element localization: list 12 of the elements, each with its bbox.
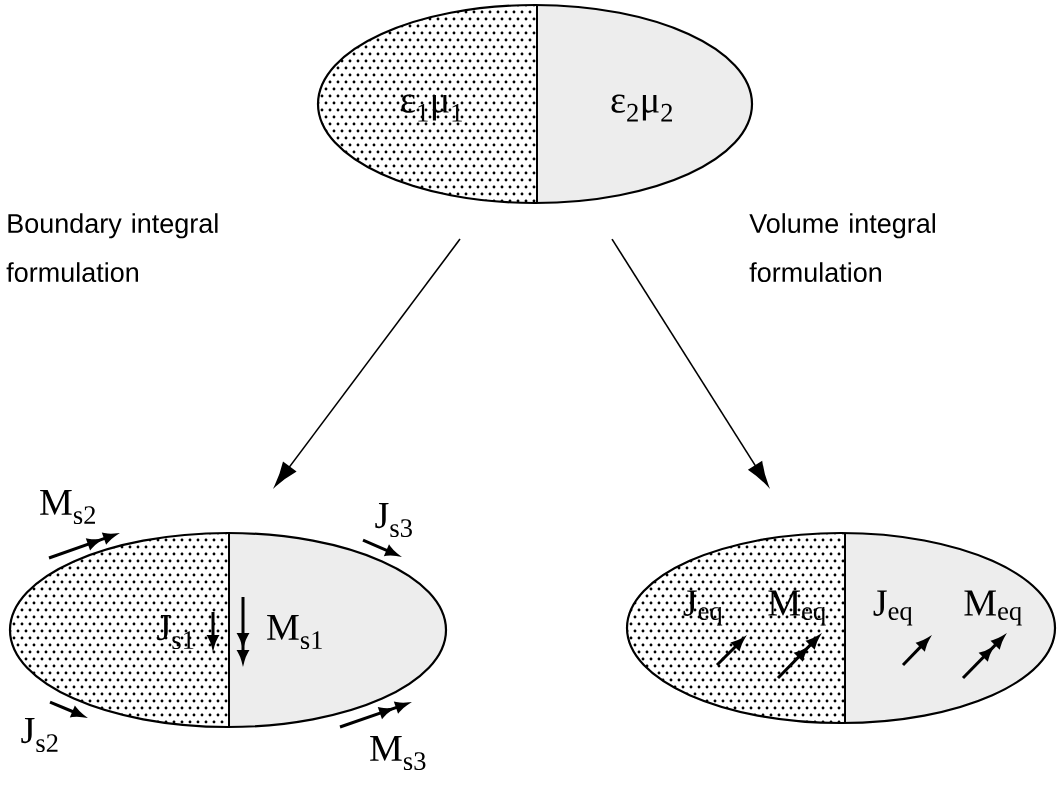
symbol-label: J$_{eq}$ bbox=[873, 590, 913, 626]
arrow bbox=[274, 238, 461, 487]
method-label: Boundary integral formulation bbox=[6, 213, 218, 283]
method-label: Volume integral formulation bbox=[749, 213, 935, 283]
symbol-label: M$_{s2}$ bbox=[40, 489, 95, 525]
symbol-label: J$_{s3}$ bbox=[375, 502, 412, 538]
symbol-label: M$_{s1}$ bbox=[267, 614, 322, 650]
symbol-label: J$_{s2}$ bbox=[21, 717, 58, 753]
symbol-label: M$_{s3}$ bbox=[370, 735, 426, 771]
symbol-label: ε$_{2}$μ$_{2}$ bbox=[611, 94, 672, 122]
arrow bbox=[611, 238, 769, 487]
symbol-label: M$_{eq}$ bbox=[964, 590, 1022, 626]
